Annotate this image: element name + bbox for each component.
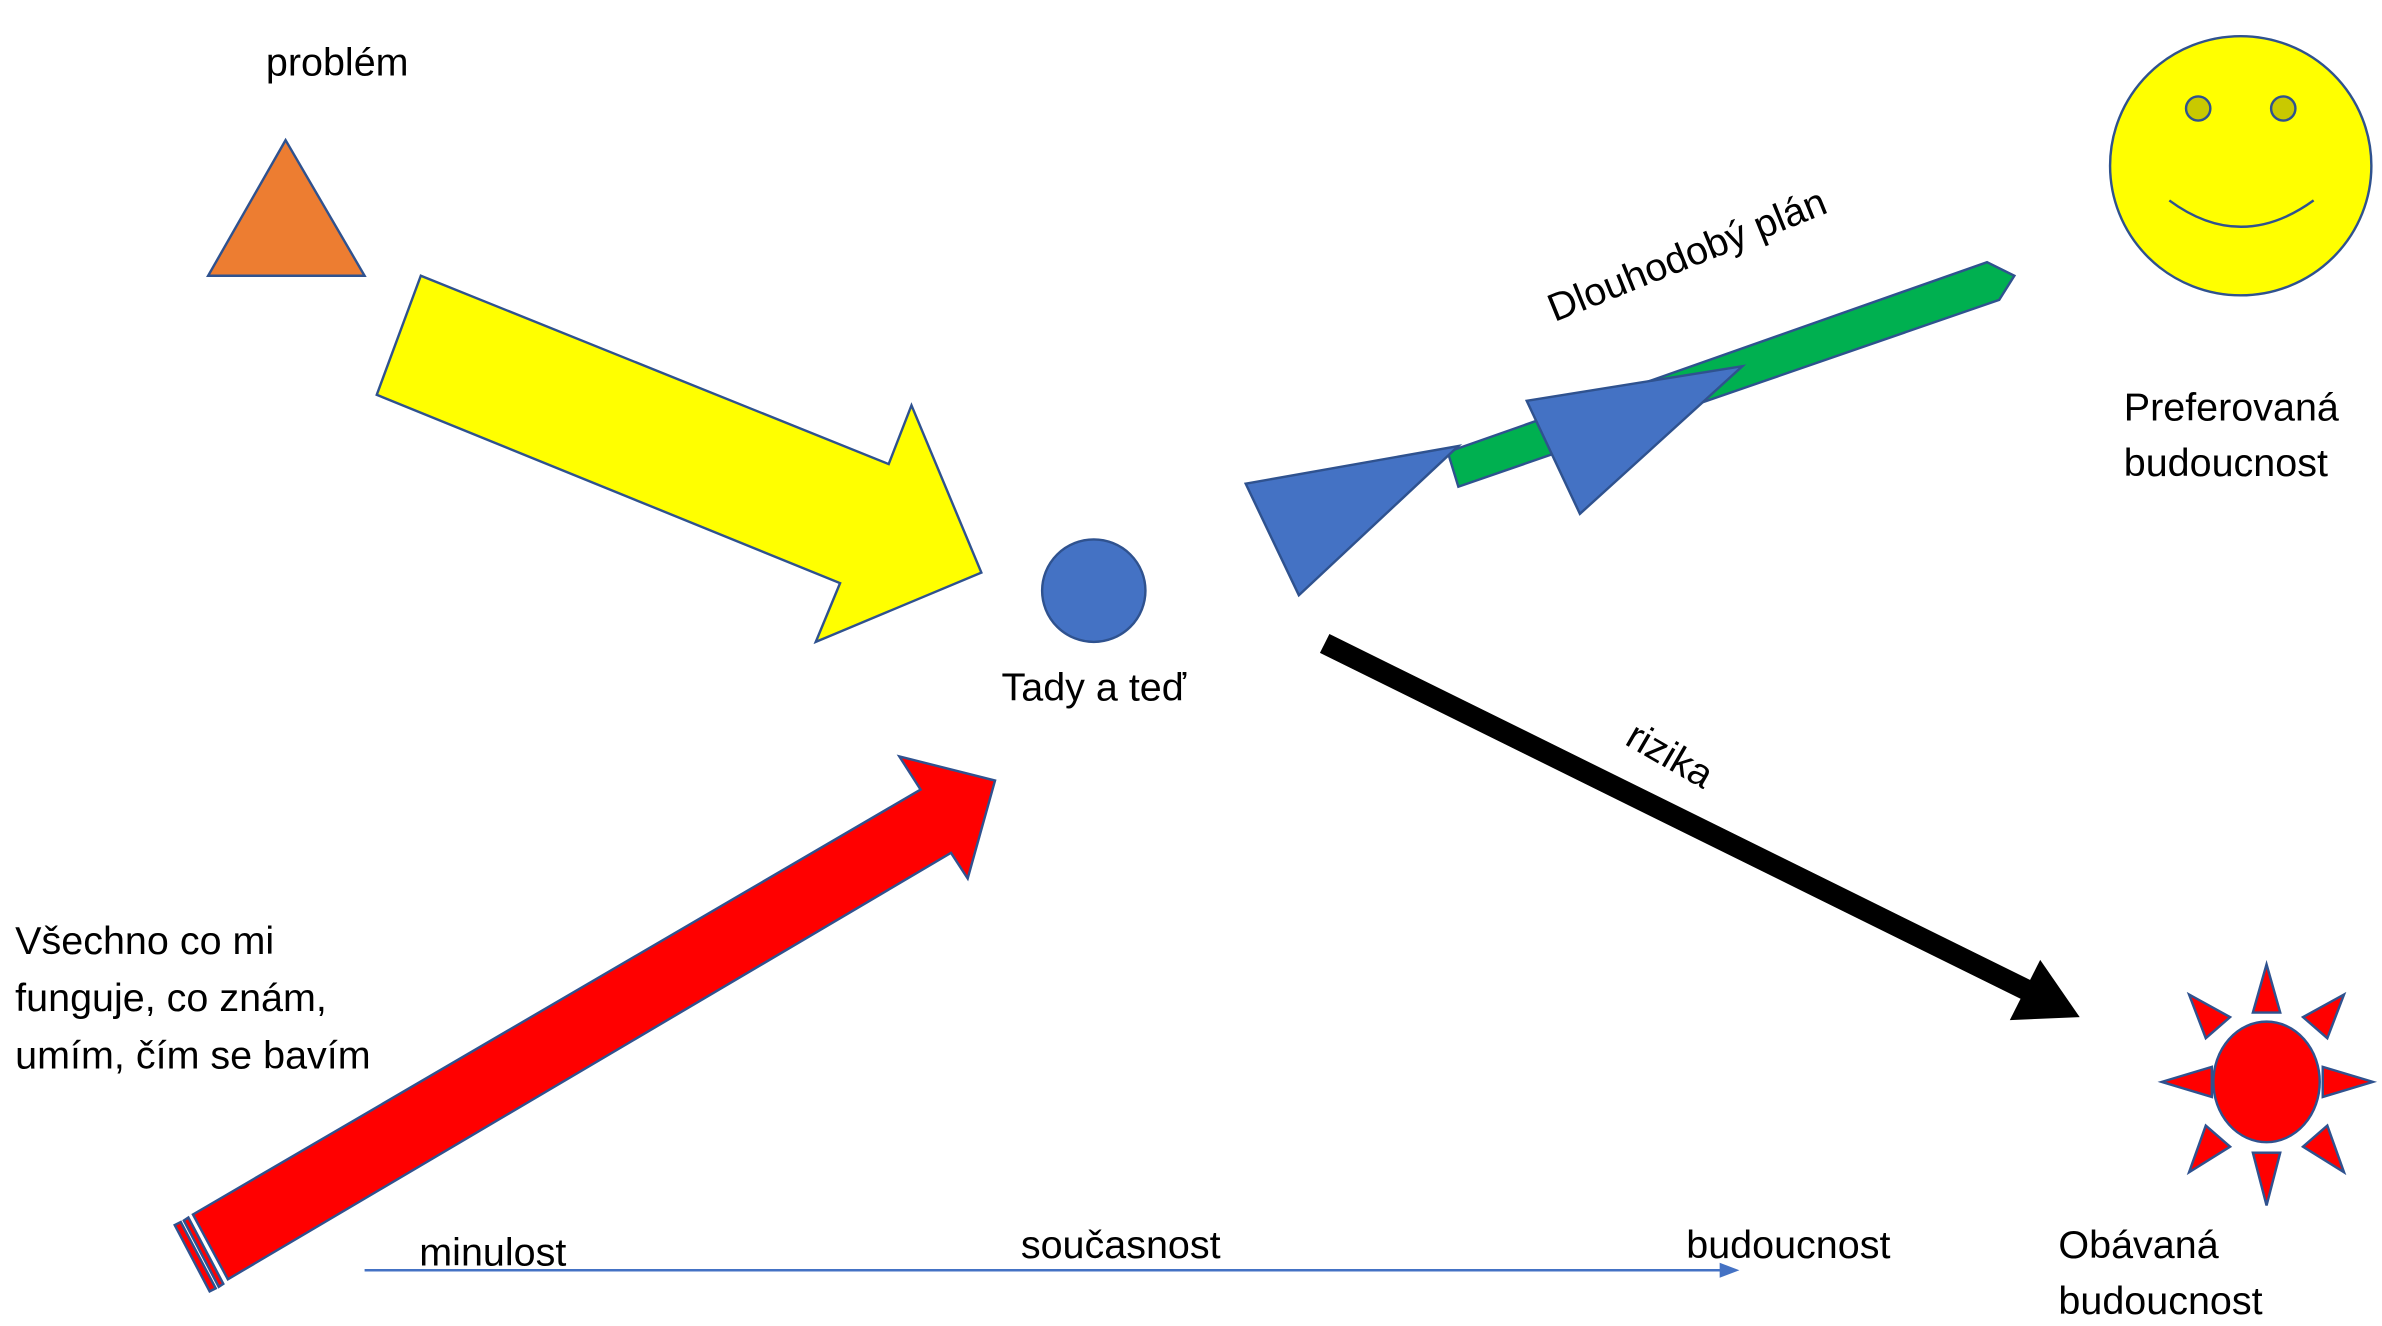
resources-label-line-2: funguje, co znám, xyxy=(15,976,327,1020)
feared-future-label-line-2: budoucnost xyxy=(2058,1279,2262,1323)
resources-arrow-stripe xyxy=(182,1215,225,1289)
timeline-arrow-head xyxy=(1719,1262,1740,1278)
resources-arrow xyxy=(173,754,997,1293)
smiley-face-icon xyxy=(2108,34,2373,297)
preferred-future-label-line-2: budoucnost xyxy=(2124,441,2328,485)
feared-future-label-line-1: Obávaná xyxy=(2058,1223,2218,1267)
smiley-right-eye xyxy=(2269,95,2297,122)
sun-icon xyxy=(2157,959,2378,1206)
sun-ray xyxy=(2300,1123,2347,1176)
sun-disc xyxy=(2212,1020,2321,1144)
resources-label-line-1: Všechno co mi xyxy=(15,919,274,963)
smiley-left-eye xyxy=(2184,95,2212,122)
sun-ray xyxy=(2300,991,2347,1041)
here-and-now-label: Tady a teď xyxy=(1002,666,1187,710)
resources-label-line-3: umím, čím se bavím xyxy=(15,1033,370,1077)
resources-arrow-body xyxy=(191,754,997,1281)
timeline-arrow xyxy=(364,1262,1740,1278)
plan-triangle-icon xyxy=(1524,364,1747,516)
risks-arrow-head xyxy=(2009,959,2080,1021)
here-and-now-circle-icon xyxy=(1040,538,1147,644)
problem-triangle-icon xyxy=(206,137,367,277)
smiley-face xyxy=(2108,34,2373,297)
timeline-past-label: minulost xyxy=(419,1231,566,1275)
problem-label: problém xyxy=(266,40,409,84)
sun-ray xyxy=(2186,1123,2233,1176)
sun-ray xyxy=(2251,1151,2282,1206)
resources-arrow-stripe xyxy=(173,1220,218,1293)
problem-arrow xyxy=(375,274,983,645)
plan-triangle-icon xyxy=(1243,444,1463,598)
sun-ray xyxy=(2157,1065,2214,1099)
sun-ray xyxy=(2321,1065,2378,1099)
sun-ray xyxy=(2251,959,2282,1014)
timeline-future-label: budoucnost xyxy=(1686,1223,1890,1267)
long-term-plan-label: Dlouhodobý plán xyxy=(1541,180,1832,331)
timeline-present-label: současnost xyxy=(1021,1223,1221,1267)
risks-arrow-shaft xyxy=(1319,633,2038,1003)
sun-ray xyxy=(2186,991,2233,1041)
preferred-future-label-line-1: Preferovaná xyxy=(2124,386,2339,430)
risks-arrow xyxy=(1319,633,2080,1021)
smiley-mouth xyxy=(2168,199,2315,228)
